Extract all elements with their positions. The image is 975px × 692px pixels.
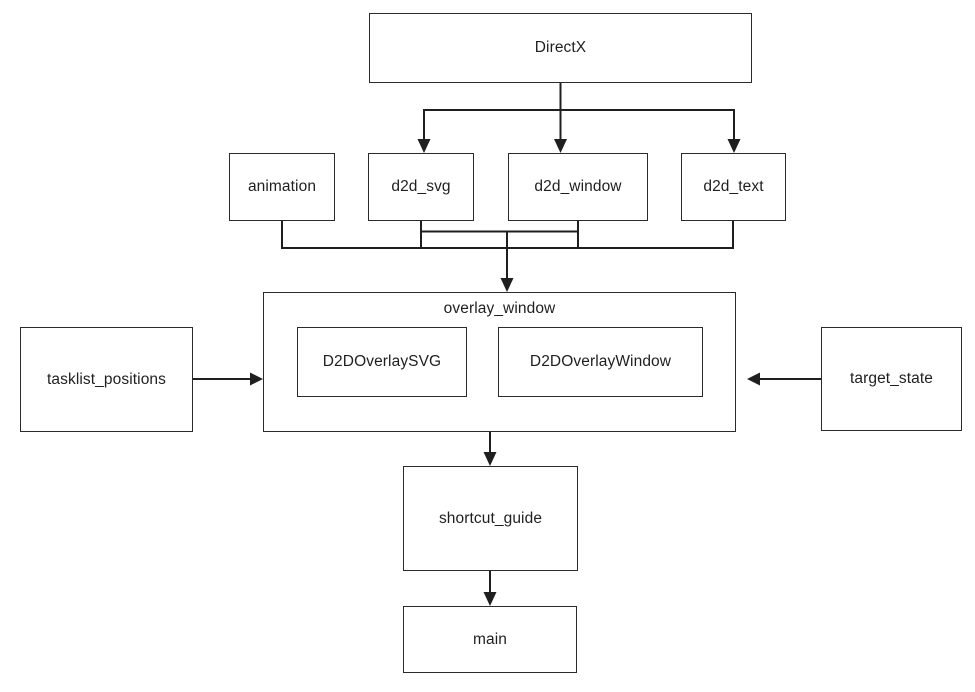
node-directx-label: DirectX [534, 39, 587, 56]
node-d2d-overlay-window: D2DOverlayWindow [498, 327, 703, 397]
edge-tasklist-positions-to-overlay-window [193, 372, 263, 386]
node-animation: animation [229, 153, 335, 221]
node-d2d-svg-label: d2d_svg [391, 178, 451, 195]
edge-row2-to-overlay-window [281, 221, 734, 292]
node-d2d-svg: d2d_svg [368, 153, 474, 221]
node-d2d-overlay-svg-label: D2DOverlaySVG [322, 353, 442, 370]
node-d2d-text-label: d2d_text [703, 178, 764, 195]
node-d2d-window-label: d2d_window [534, 178, 622, 195]
edge-overlay-window-to-shortcut-guide [483, 432, 497, 466]
node-d2d-window: d2d_window [508, 153, 648, 221]
node-directx: DirectX [369, 13, 752, 83]
edge-target-state-to-overlay-window [747, 372, 821, 386]
node-target-state: target_state [821, 327, 962, 431]
edge-directx-to-d2d-text [727, 109, 741, 153]
edge-shortcut-guide-to-main [483, 571, 497, 606]
edge-directx-to-d2d-svg [417, 109, 431, 153]
node-animation-label: animation [247, 178, 317, 195]
node-shortcut-guide-label: shortcut_guide [438, 509, 543, 527]
node-target-state-label: target_state [849, 370, 934, 387]
node-main: main [403, 606, 577, 673]
node-main-label: main [473, 630, 507, 648]
node-d2d-overlay-svg: D2DOverlaySVG [297, 327, 467, 397]
node-d2d-text: d2d_text [681, 153, 786, 221]
node-shortcut-guide: shortcut_guide [403, 466, 578, 571]
edge-directx-to-d2d-window [554, 109, 567, 153]
node-tasklist-positions: tasklist_positions [20, 327, 193, 432]
node-d2d-overlay-window-label: D2DOverlayWindow [529, 353, 672, 370]
edge-directx-branch [423, 83, 735, 111]
node-overlay-window-label: overlay_window [443, 300, 556, 317]
node-tasklist-positions-label: tasklist_positions [47, 370, 166, 388]
